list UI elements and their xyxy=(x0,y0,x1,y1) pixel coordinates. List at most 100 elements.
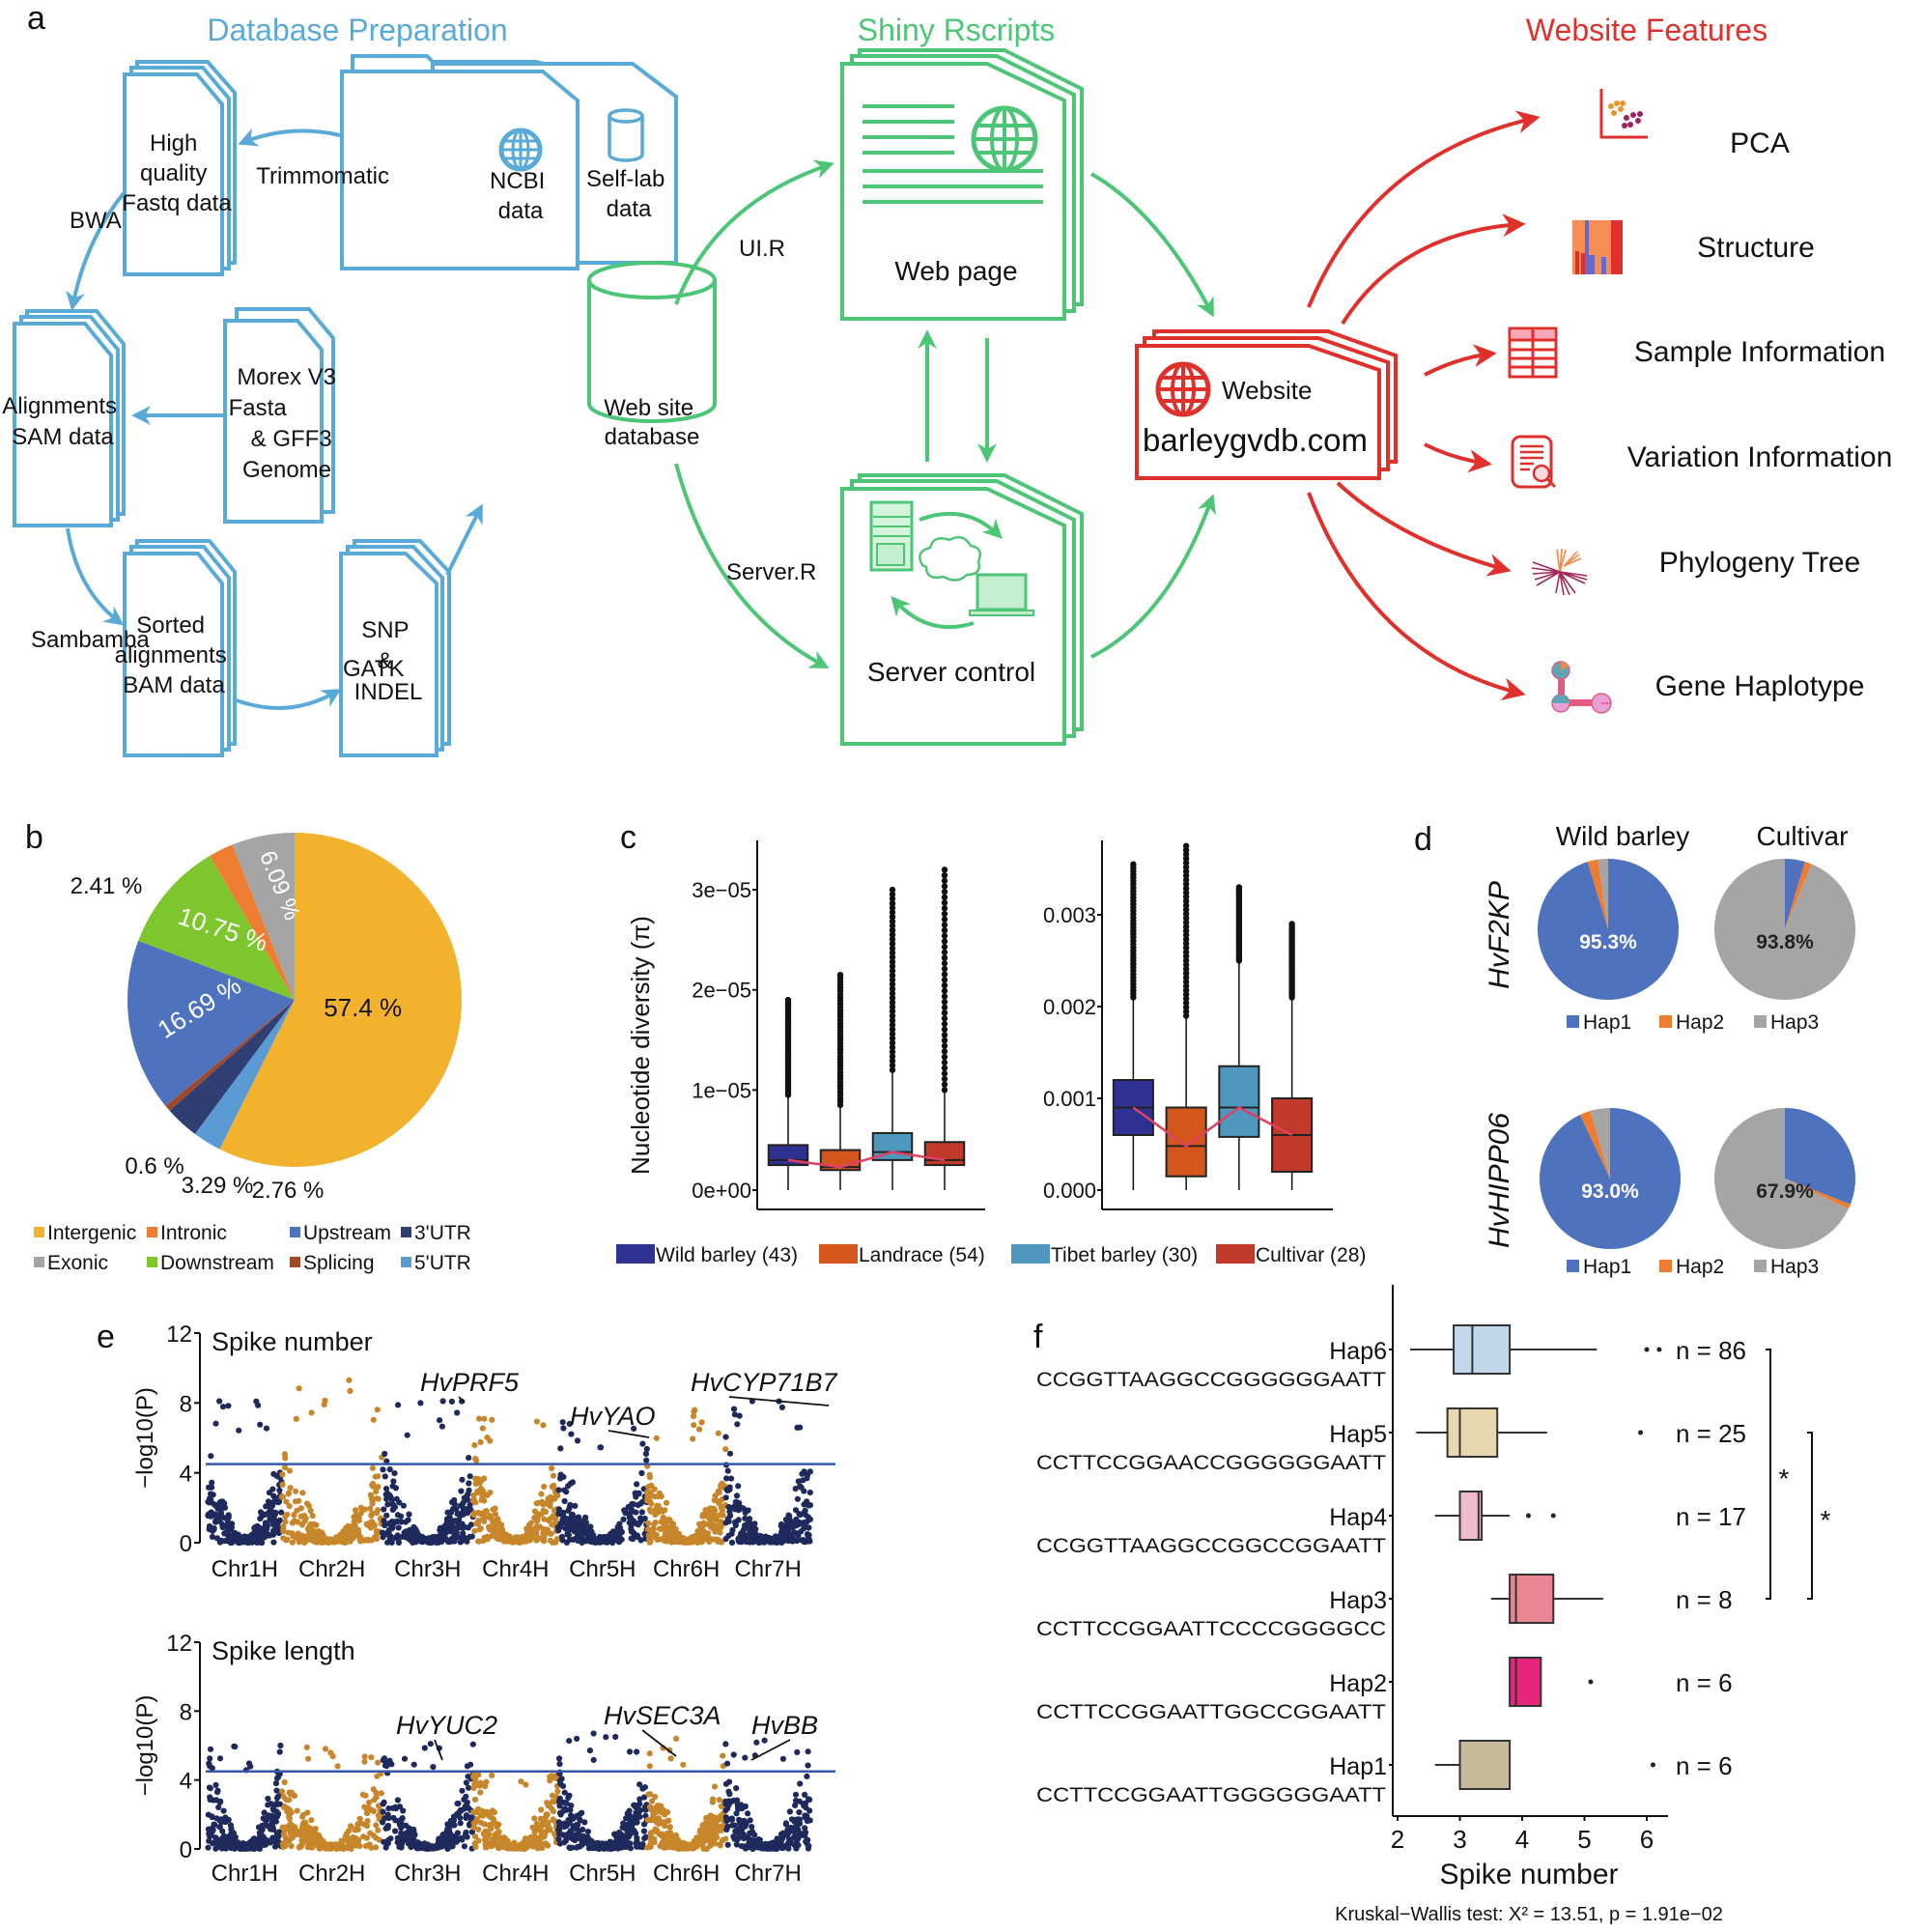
snp-point xyxy=(539,1844,546,1851)
snp-point xyxy=(548,1804,555,1811)
snp-point xyxy=(649,1798,656,1804)
outlier-point xyxy=(941,938,948,945)
snp-point xyxy=(298,1521,305,1528)
outlier-point xyxy=(889,904,896,911)
snp-point xyxy=(805,1748,811,1755)
snp-point xyxy=(395,1402,402,1408)
snp-point xyxy=(287,1830,294,1837)
snp-point xyxy=(372,1473,379,1480)
snp-point xyxy=(369,1464,376,1471)
snp-point xyxy=(645,1791,652,1798)
snp-point xyxy=(294,1828,300,1834)
snp-point xyxy=(631,1501,637,1508)
snp-point xyxy=(279,1481,286,1488)
feature-label-gene-haplotype[interactable]: Gene Haplotype xyxy=(1655,670,1865,702)
snp-point xyxy=(484,1435,491,1441)
box-hap4 xyxy=(1458,1491,1484,1541)
annotation-leader-line xyxy=(434,1739,443,1761)
x-tick-label-chr1h: Chr1H xyxy=(212,1556,278,1582)
snp-point xyxy=(470,1824,477,1831)
outlier-point xyxy=(1182,936,1190,943)
sample-count-hap4: n = 17 xyxy=(1676,1502,1746,1531)
snp-point xyxy=(692,1533,698,1540)
chromosome-points-chr1h xyxy=(205,1742,285,1853)
column-label-cultivar: Cultivar xyxy=(1757,821,1849,851)
snp-point xyxy=(444,1845,451,1852)
snp-point xyxy=(633,1509,639,1516)
snp-point xyxy=(382,1762,388,1769)
feature-label-variation-information[interactable]: Variation Information xyxy=(1627,441,1893,473)
y-tick-label: 0.000 xyxy=(1043,1179,1096,1203)
outlier-point xyxy=(1182,982,1190,989)
snp-point xyxy=(792,1486,799,1492)
snp-point xyxy=(779,1830,786,1836)
feature-label-sample-information[interactable]: Sample Information xyxy=(1634,336,1885,368)
snp-point xyxy=(403,1528,410,1535)
snp-point xyxy=(458,1834,465,1841)
snp-point xyxy=(696,1532,703,1539)
snp-point xyxy=(216,1817,223,1824)
outlier-point xyxy=(1130,861,1137,867)
snp-point xyxy=(806,1490,813,1496)
snp-point xyxy=(556,1761,563,1768)
snp-point xyxy=(699,1833,707,1840)
text-lines-icon xyxy=(863,104,1043,204)
snp-point xyxy=(373,1489,380,1495)
snp-point xyxy=(475,1826,482,1833)
node-website-url[interactable]: barleygvdb.com xyxy=(1143,422,1368,458)
snp-point xyxy=(216,1539,223,1546)
outlier-point xyxy=(889,931,896,938)
x-tick-label: 5 xyxy=(1577,1825,1591,1854)
snp-point xyxy=(386,1535,393,1542)
snp-point xyxy=(346,1530,353,1537)
snp-point xyxy=(374,1773,381,1779)
snp-point xyxy=(450,1505,457,1513)
outlier-point xyxy=(889,990,896,997)
snp-point xyxy=(207,1746,214,1752)
snp-point xyxy=(571,1832,578,1838)
x-tick-label-chr1h: Chr1H xyxy=(212,1861,278,1887)
plot-title: Spike number xyxy=(212,1327,373,1356)
legend-swatch xyxy=(401,1257,411,1267)
snp-point xyxy=(216,1518,223,1524)
legend-label: Downstream xyxy=(160,1252,274,1274)
snp-point xyxy=(576,1521,582,1528)
outlier-point xyxy=(889,891,896,897)
snp-point xyxy=(806,1468,813,1475)
pie-slice-splicing xyxy=(165,1000,295,1111)
snp-point xyxy=(751,1520,758,1527)
snp-point xyxy=(561,1487,568,1493)
snp-point xyxy=(273,1787,280,1794)
snp-point xyxy=(248,1531,256,1538)
snp-point xyxy=(805,1533,811,1540)
haplotype-label-hap5: Hap5 xyxy=(1329,1421,1387,1448)
snp-point xyxy=(327,1845,334,1852)
snp-point xyxy=(747,1830,753,1836)
node-website-label: Website xyxy=(1222,376,1312,405)
x-tick-label-chr5h: Chr5H xyxy=(569,1861,636,1887)
edge-label-sambamba: Sambamba xyxy=(31,627,150,653)
haplotype-sequence: CCTTCCGGAATTCCCCGGGGCC xyxy=(1036,1618,1386,1640)
row-label-hvf2kp: HvF2KP xyxy=(1484,881,1515,989)
y-axis-label: −log10(P) xyxy=(132,1387,158,1489)
gene-annotation-hvyuc2: HvYUC2 xyxy=(396,1711,497,1740)
snp-point xyxy=(395,1539,402,1546)
sample-count-hap1: n = 6 xyxy=(1676,1751,1733,1780)
snp-point xyxy=(390,1478,397,1485)
snp-point xyxy=(366,1799,373,1805)
snp-point xyxy=(473,1457,480,1463)
snp-point xyxy=(545,1842,551,1849)
outlier-point xyxy=(941,998,948,1006)
snp-point xyxy=(457,1539,464,1546)
snp-point xyxy=(645,1520,652,1526)
feature-label-pca[interactable]: PCA xyxy=(1730,128,1790,159)
snp-point xyxy=(463,1779,469,1786)
feature-label-phylogeny-tree[interactable]: Phylogeny Tree xyxy=(1659,547,1860,579)
snp-point xyxy=(451,1532,458,1539)
snp-point xyxy=(417,1400,424,1406)
legend-swatch xyxy=(1659,1260,1672,1272)
feature-label-structure[interactable]: Structure xyxy=(1697,232,1815,264)
legend-swatch xyxy=(290,1257,300,1267)
snp-point xyxy=(692,1406,698,1413)
snp-point xyxy=(213,1797,220,1804)
